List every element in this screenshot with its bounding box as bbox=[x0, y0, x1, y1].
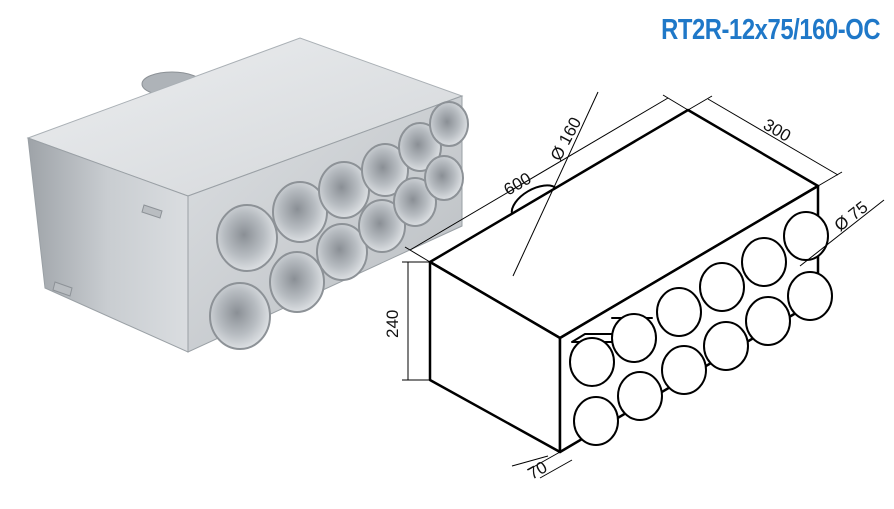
drawing-inlet-arc bbox=[510, 184, 557, 215]
photo-mounting-tab bbox=[52, 281, 73, 297]
drawing-outlets bbox=[569, 211, 833, 446]
technical-drawing bbox=[402, 91, 885, 479]
product-title: RT2R-12x75/160-OC bbox=[660, 14, 880, 46]
dim-inlet-diameter-label: Ø 160 bbox=[547, 114, 586, 164]
photo-outlet-row-bottom bbox=[209, 155, 464, 350]
dim-length-label: 600 bbox=[501, 169, 535, 200]
dim-height-label: 240 bbox=[383, 310, 402, 338]
dim-width-label: 300 bbox=[760, 115, 794, 146]
product-photo bbox=[26, 37, 469, 353]
photo-mounting-tab bbox=[141, 204, 163, 219]
dimension-lines bbox=[402, 91, 885, 479]
photo-outlet-row-top bbox=[216, 101, 469, 272]
dim-outlet-diameter-label: Ø 75 bbox=[831, 197, 872, 235]
